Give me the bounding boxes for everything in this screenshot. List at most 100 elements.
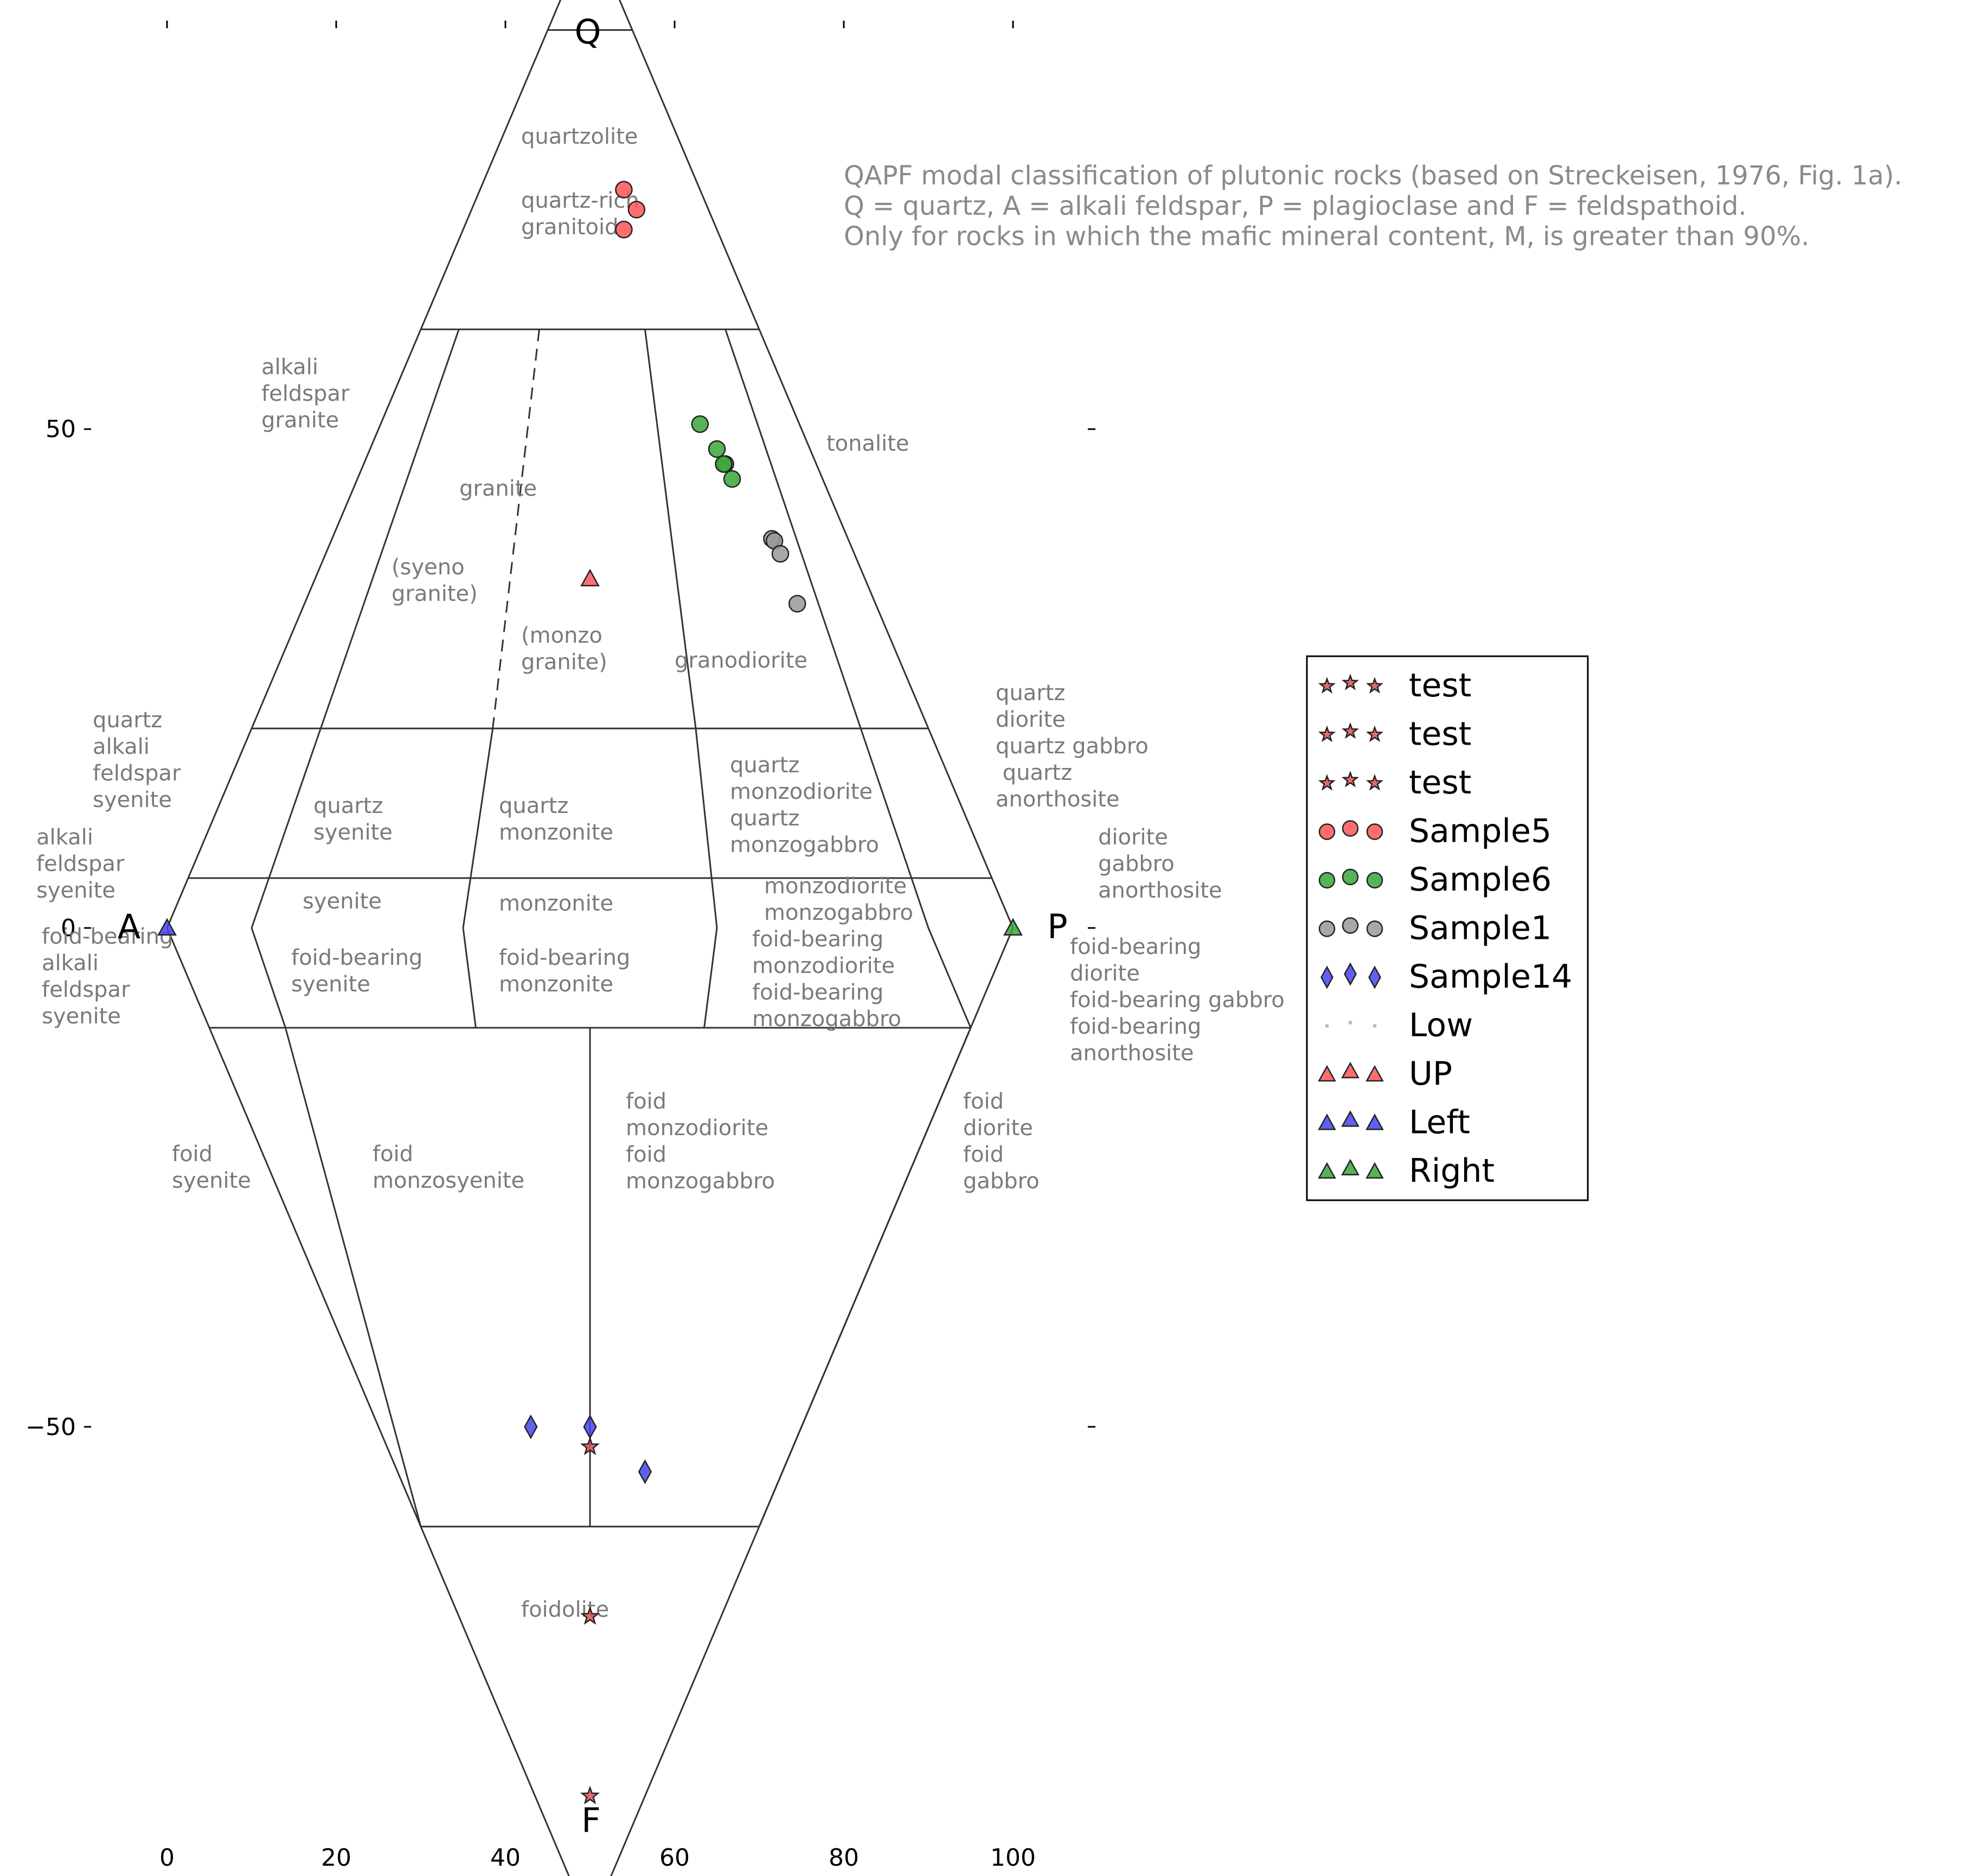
x-tick-label: 80	[829, 1844, 859, 1872]
boundary-line	[284, 1027, 422, 1527]
legend-label-sample5: Sample5	[1409, 812, 1551, 850]
field-label-quartz-diorite-group: quartz gabbro	[996, 734, 1149, 759]
field-label-foid-bearing-monzodiorite: foid-bearing	[752, 980, 883, 1005]
field-label-foid-bearing-alkali-feldspar-syenite: foid-bearing	[42, 924, 173, 949]
legend-marker-sample14	[1320, 965, 1333, 989]
legend-marker-test	[1341, 722, 1360, 739]
field-label-quartz-alkali-feldspar-syenite: syenite	[93, 787, 172, 812]
y-tick-label: −50	[25, 1413, 76, 1441]
x-tick-label: 0	[159, 1844, 175, 1872]
legend-label-up: UP	[1409, 1055, 1452, 1093]
field-label-quartz-diorite-group: diorite	[996, 707, 1066, 732]
field-label-foid-bearing-diorite: diorite	[1070, 961, 1140, 986]
legend-marker-right	[1341, 1158, 1360, 1176]
vertex-label-q: Q	[575, 12, 601, 52]
legend-marker-low	[1373, 1024, 1377, 1028]
field-label-alkali-feldspar-granite: alkali	[261, 355, 318, 380]
boundary-line	[251, 329, 460, 929]
legend-marker-test	[1318, 677, 1336, 694]
field-label-foid-monzosyenite: foid	[373, 1142, 413, 1167]
legend-marker-left	[1341, 1110, 1360, 1127]
legend-marker-test	[1365, 774, 1384, 791]
field-label-quartz-rich-granitoid: granitoid	[521, 215, 618, 240]
field-label-alkali-feldspar-syenite: feldspar	[36, 851, 125, 876]
y-tick-label: 50	[46, 415, 76, 443]
field-label-tonalite: tonalite	[826, 431, 909, 456]
field-label-foid-diorite: diorite	[963, 1116, 1033, 1141]
data-point-sample1-3	[788, 594, 806, 613]
field-label-quartz-alkali-feldspar-syenite: alkali	[93, 734, 150, 759]
legend-marker-sample1	[1366, 920, 1383, 937]
legend-marker-sample1	[1342, 917, 1359, 934]
legend-marker-test	[1365, 725, 1384, 742]
classification-boundaries	[166, 0, 1014, 1876]
sample-points	[157, 181, 1023, 1804]
boundary-line	[618, 0, 1014, 929]
x-tick-label: 60	[659, 1844, 690, 1872]
field-label-foid-bearing-syenite: foid-bearing	[291, 945, 422, 970]
field-label-foid-monzodiorite: foid	[626, 1089, 666, 1114]
legend-marker-sample6	[1342, 868, 1359, 886]
data-point-sample6-4	[723, 470, 741, 488]
boundary-line	[610, 927, 1014, 1876]
boundary-line	[724, 329, 929, 929]
data-point-sample14-0	[524, 1414, 538, 1439]
field-label-alkali-feldspar-granite: feldspar	[261, 381, 350, 406]
field-label-quartz-monzodiorite: quartz	[730, 753, 799, 778]
boundary-line	[166, 0, 562, 929]
vertex-label-f: F	[581, 1801, 601, 1840]
field-label-alkali-feldspar-syenite: syenite	[36, 878, 116, 903]
description-line-3: Only for rocks in which the mafic minera…	[844, 221, 1809, 252]
boundary-line	[492, 329, 540, 729]
legend-marker-sample5	[1342, 820, 1359, 837]
field-label-foid-bearing-monzodiorite: foid-bearing	[752, 927, 883, 952]
field-label-foid-bearing-monzonite: foid-bearing	[499, 945, 630, 970]
legend-marker-low	[1325, 1024, 1329, 1028]
data-point-sample5-2	[615, 221, 633, 239]
field-label-diorite-group: anorthosite	[1098, 878, 1222, 903]
field-label-syeno-granite: granite)	[392, 581, 478, 606]
field-label-foid-bearing-syenite: syenite	[291, 972, 370, 997]
legend-label-sample6: Sample6	[1409, 861, 1551, 899]
boundary-line	[703, 927, 718, 1028]
field-label-quartz-diorite-group: anorthosite	[996, 787, 1120, 812]
field-label-foid-diorite: foid	[963, 1089, 1004, 1114]
field-label-foid-bearing-alkali-feldspar-syenite: feldspar	[42, 977, 130, 1002]
legend-marker-sample6	[1318, 872, 1336, 889]
legend: testtesttestSample5Sample6Sample1Sample1…	[1306, 655, 1589, 1201]
field-label-foid-monzodiorite: monzodiorite	[626, 1116, 768, 1141]
field-label-foid-monzodiorite: monzogabbro	[626, 1169, 775, 1194]
field-label-foid-bearing-monzonite: monzonite	[499, 972, 613, 997]
field-label-foid-diorite: foid	[963, 1142, 1004, 1167]
field-label-foid-bearing-alkali-feldspar-syenite: syenite	[42, 1004, 121, 1029]
boundary-line	[695, 728, 718, 929]
data-point-test-2	[580, 1785, 600, 1804]
legend-marker-left	[1365, 1113, 1384, 1130]
field-label-granodiorite: granodiorite	[675, 648, 807, 673]
legend-label-test: test	[1409, 667, 1471, 705]
legend-marker-low	[1348, 1021, 1352, 1025]
data-point-sample14-1	[583, 1414, 597, 1439]
field-label-monzo-granite: granite)	[521, 650, 607, 675]
legend-marker-right	[1365, 1162, 1384, 1179]
field-label-foid-bearing-alkali-feldspar-syenite: alkali	[42, 951, 99, 976]
vertex-label-p: P	[1047, 907, 1067, 946]
field-label-foid-bearing-diorite: foid-bearing gabbro	[1070, 988, 1285, 1013]
boundary-line	[251, 927, 286, 1028]
legend-label-test: test	[1409, 715, 1471, 753]
data-point-sample6-1	[708, 440, 726, 458]
description-line-2: Q = quartz, A = alkali feldspar, P = pla…	[844, 191, 1747, 221]
field-label-granite: granite	[459, 476, 537, 501]
data-point-sample6-0	[691, 415, 709, 433]
data-point-sample1-2	[771, 545, 790, 563]
legend-label-left: Left	[1409, 1104, 1470, 1142]
field-label-foid-bearing-monzodiorite: monzogabbro	[752, 1007, 901, 1032]
field-label-quartz-diorite-group: quartz	[996, 760, 1072, 785]
field-label-quartz-monzonite: quartz	[499, 793, 568, 818]
data-point-right-0	[1003, 918, 1023, 936]
data-point-sample5-1	[627, 201, 646, 219]
legend-marker-test	[1365, 677, 1384, 694]
legend-marker-test	[1318, 774, 1336, 791]
data-point-left-0	[157, 918, 177, 936]
